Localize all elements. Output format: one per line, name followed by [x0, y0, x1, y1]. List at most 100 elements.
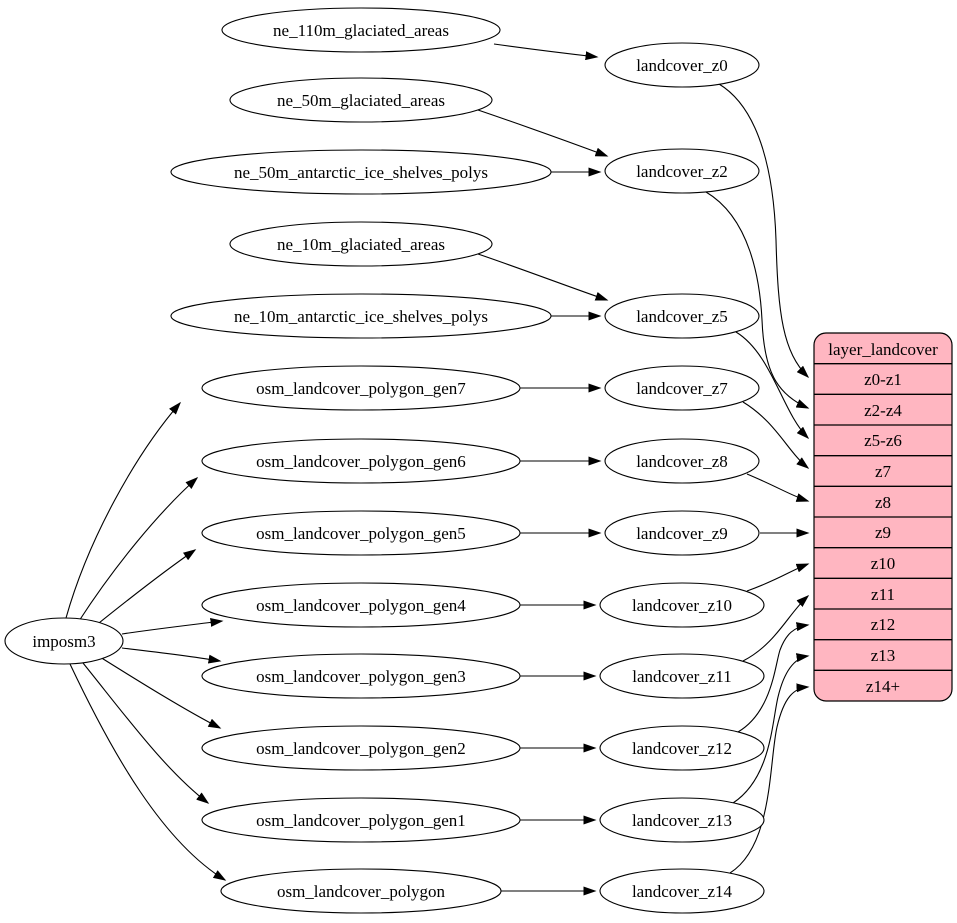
- node-label: landcover_z0: [636, 56, 728, 75]
- node-ellipse: [604, 510, 760, 556]
- node-label: landcover_z8: [636, 452, 728, 471]
- record-row-z0-z1: z0-z1: [864, 370, 902, 389]
- node-ellipse: [604, 293, 760, 339]
- edge-imposm3-to-gen7: [65, 401, 181, 619]
- node-label: osm_landcover_polygon: [277, 882, 446, 901]
- node-ne-110m-glaciated-areas: ne_110m_glaciated_areas: [221, 7, 501, 53]
- record-row-z7: z7: [875, 462, 892, 481]
- edge-z7-to-row-z7: [742, 401, 810, 469]
- node-label: osm_landcover_polygon_gen3: [256, 667, 466, 686]
- node-landcover-z12: landcover_z12: [599, 725, 765, 771]
- node-landcover-z11: landcover_z11: [599, 653, 765, 699]
- node-ellipse: [599, 797, 765, 843]
- node-osm-landcover-polygon-gen1: osm_landcover_polygon_gen1: [201, 797, 521, 843]
- node-label: ne_50m_antarctic_ice_shelves_polys: [234, 163, 488, 182]
- node-label: landcover_z7: [636, 379, 728, 398]
- node-label: landcover_z11: [632, 667, 731, 686]
- node-ellipse: [229, 77, 493, 123]
- node-label: ne_10m_glaciated_areas: [277, 235, 445, 254]
- node-ne-50m-antarctic-ice-shelves-polys: ne_50m_antarctic_ice_shelves_polys: [170, 149, 552, 195]
- record-row-z5-z6: z5-z6: [864, 431, 902, 450]
- edge-z14-to-row-z14plus: [729, 683, 810, 874]
- node-ellipse: [604, 438, 760, 484]
- node-ellipse: [604, 148, 760, 194]
- node-landcover-z7: landcover_z7: [604, 365, 760, 411]
- node-landcover-z14: landcover_z14: [599, 868, 765, 914]
- node-landcover-z9: landcover_z9: [604, 510, 760, 556]
- edge-ne50m-glaciated-to-z2: [477, 109, 609, 157]
- edge-imposm3-to-gen1: [82, 662, 210, 804]
- node-label: landcover_z14: [632, 882, 733, 901]
- node-ellipse: [170, 293, 552, 339]
- node-label: landcover_z5: [636, 307, 728, 326]
- node-ellipse: [599, 868, 765, 914]
- record-title: layer_landcover: [828, 340, 938, 359]
- node-label: ne_110m_glaciated_areas: [273, 21, 449, 40]
- record-row-z12: z12: [871, 615, 896, 634]
- node-osm-landcover-polygon-gen7: osm_landcover_polygon_gen7: [201, 365, 521, 411]
- nodes-layer: imposm3 ne_110m_glaciated_areas ne_50m_g…: [4, 7, 765, 914]
- node-label: osm_landcover_polygon_gen1: [256, 811, 466, 830]
- node-label: ne_50m_glaciated_areas: [277, 91, 445, 110]
- node-ellipse: [201, 653, 521, 699]
- node-ellipse: [201, 510, 521, 556]
- edge-z2-to-row-z2-z4: [705, 191, 810, 409]
- node-ellipse: [604, 365, 760, 411]
- node-ellipse: [599, 725, 765, 771]
- node-osm-landcover-polygon-gen2: osm_landcover_polygon_gen2: [201, 725, 521, 771]
- edge-imposm3-to-gen4: [121, 617, 224, 635]
- node-label: imposm3: [32, 632, 95, 651]
- edge-imposm3-to-gen3: [121, 647, 222, 664]
- record-row-z9: z9: [875, 523, 891, 542]
- node-ellipse: [201, 797, 521, 843]
- node-osm-landcover-polygon-gen3: osm_landcover_polygon_gen3: [201, 653, 521, 699]
- edge-z10-to-row-z10: [746, 563, 810, 592]
- node-ellipse: [220, 868, 502, 914]
- node-ellipse: [201, 582, 521, 628]
- node-osm-landcover-polygon-gen4: osm_landcover_polygon_gen4: [201, 582, 521, 628]
- record-row-z8: z8: [875, 493, 891, 512]
- node-label: osm_landcover_polygon_gen5: [256, 524, 466, 543]
- node-ellipse: [599, 653, 765, 699]
- record-row-z14plus: z14+: [866, 677, 900, 696]
- node-ellipse: [201, 725, 521, 771]
- node-ellipse: [201, 438, 521, 484]
- node-ellipse: [4, 617, 124, 665]
- edge-imposm3-to-gen6: [78, 476, 199, 622]
- node-label: landcover_z10: [632, 596, 732, 615]
- node-label: landcover_z12: [632, 739, 732, 758]
- node-label: landcover_z2: [636, 162, 728, 181]
- node-ne-10m-glaciated-areas: ne_10m_glaciated_areas: [229, 221, 493, 267]
- edge-imposm3-to-gen5: [93, 549, 197, 628]
- node-ellipse: [229, 221, 493, 267]
- record-row-z2-z4: z2-z4: [864, 401, 902, 420]
- edge-z11-to-row-z11: [742, 594, 810, 662]
- node-ne-10m-antarctic-ice-shelves-polys: ne_10m_antarctic_ice_shelves_polys: [170, 293, 552, 339]
- record-row-z10: z10: [871, 554, 896, 573]
- node-landcover-z10: landcover_z10: [599, 582, 765, 628]
- node-label: osm_landcover_polygon_gen7: [256, 379, 466, 398]
- node-ellipse: [599, 582, 765, 628]
- edges-layer: [65, 43, 810, 896]
- node-ellipse: [604, 42, 760, 88]
- node-ellipse: [221, 7, 501, 53]
- node-landcover-z2: landcover_z2: [604, 148, 760, 194]
- node-ellipse: [170, 149, 552, 195]
- node-imposm3: imposm3: [4, 617, 124, 665]
- edge-z13-to-row-z13: [732, 653, 810, 804]
- node-landcover-z5: landcover_z5: [604, 293, 760, 339]
- edge-z8-to-row-z8: [746, 473, 810, 502]
- edge-ne110m-to-z0: [493, 43, 599, 61]
- node-osm-landcover-polygon-gen5: osm_landcover_polygon_gen5: [201, 510, 521, 556]
- node-label: osm_landcover_polygon_gen2: [256, 739, 466, 758]
- node-osm-landcover-polygon-gen6: osm_landcover_polygon_gen6: [201, 438, 521, 484]
- node-ellipse: [201, 365, 521, 411]
- node-ne-50m-glaciated-areas: ne_50m_glaciated_areas: [229, 77, 493, 123]
- node-osm-landcover-polygon: osm_landcover_polygon: [220, 868, 502, 914]
- node-label: osm_landcover_polygon_gen4: [256, 596, 466, 615]
- edge-z0-to-row-z0-z1: [718, 83, 810, 379]
- node-landcover-z8: landcover_z8: [604, 438, 760, 484]
- node-label: landcover_z9: [636, 524, 728, 543]
- node-label: landcover_z13: [632, 811, 732, 830]
